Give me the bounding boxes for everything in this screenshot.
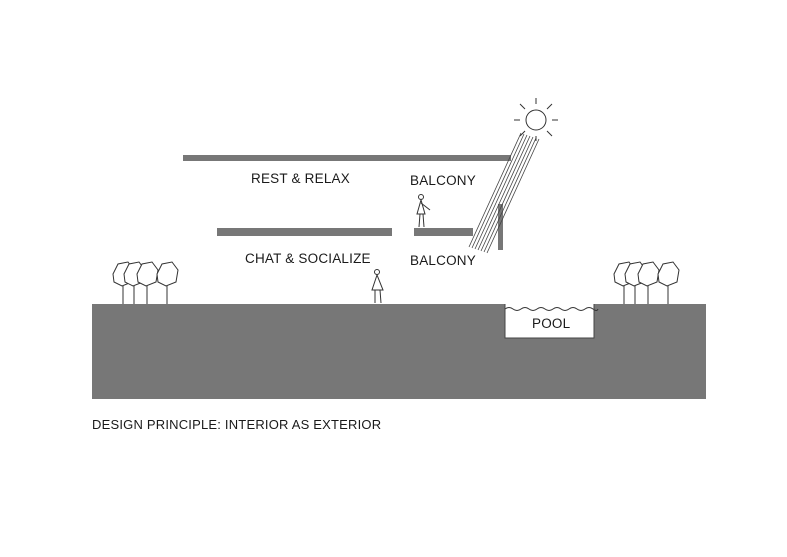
- label-balcony-upper: BALCONY: [410, 173, 476, 188]
- label-chat-socialize: CHAT & SOCIALIZE: [245, 251, 371, 266]
- pool-outline: [504, 304, 595, 339]
- label-rest-relax: REST & RELAX: [251, 171, 350, 186]
- ground: [92, 304, 706, 399]
- diagram-caption: DESIGN PRINCIPLE: INTERIOR AS EXTERIOR: [92, 417, 382, 432]
- roof-slab: [183, 155, 511, 161]
- person-icon: [416, 194, 431, 228]
- label-pool: POOL: [532, 316, 571, 331]
- tree-icon: [112, 261, 179, 304]
- label-balcony-lower: BALCONY: [410, 253, 476, 268]
- balcony-slab: [414, 228, 473, 236]
- balcony-post: [498, 204, 503, 250]
- sun-icon: [514, 98, 558, 141]
- tree-icon: [613, 261, 680, 304]
- middle-slab: [217, 228, 392, 236]
- pool-water-line: [504, 307, 599, 311]
- person-icon: [371, 269, 384, 304]
- sun-ray-beam: [468, 132, 540, 254]
